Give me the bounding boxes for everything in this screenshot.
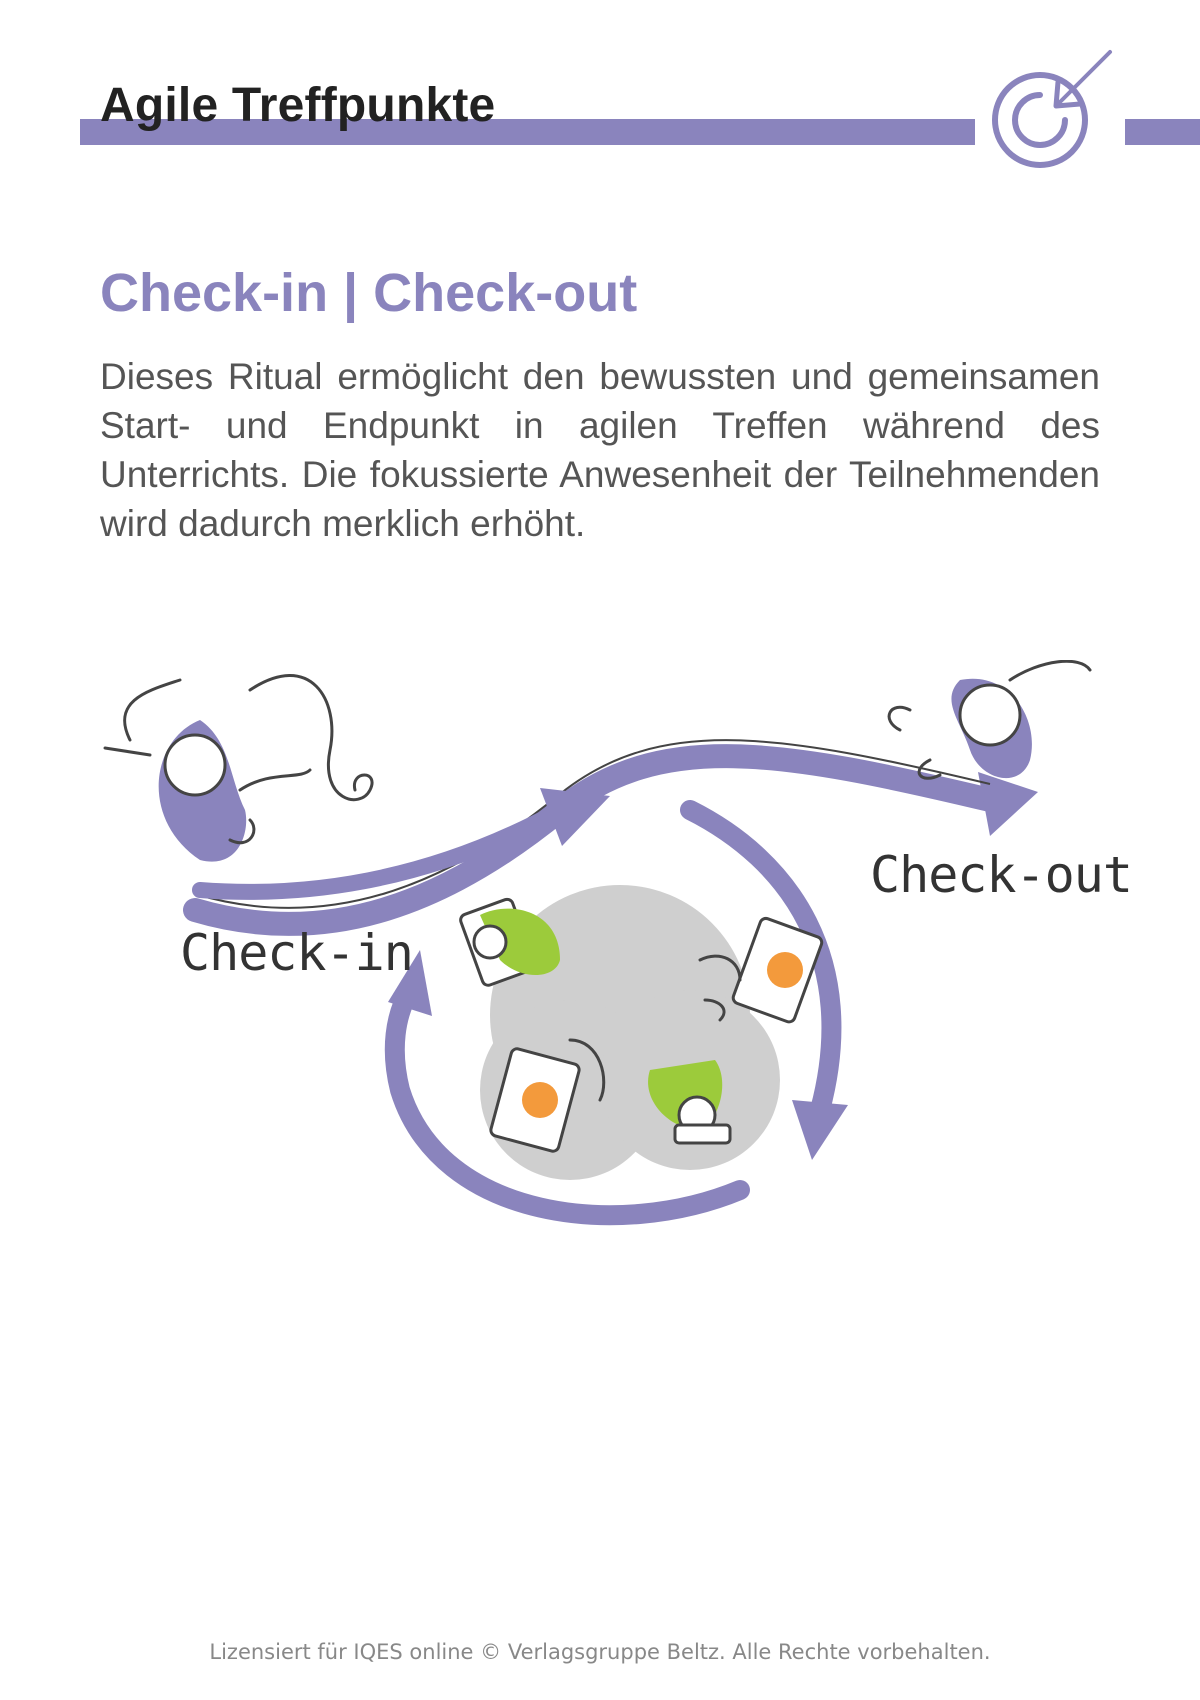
person-seated-green-1 bbox=[459, 897, 560, 987]
footer-license: Lizensiert für IQES online © Verlagsgrup… bbox=[209, 1640, 991, 1664]
section-title: Check-in | Check-out bbox=[100, 263, 638, 323]
person-seated-orange-1 bbox=[698, 916, 824, 1024]
entry-arrow bbox=[192, 788, 610, 900]
intro-paragraph: Dieses Ritual ermöglicht den bewussten u… bbox=[100, 356, 1100, 544]
person-left bbox=[103, 674, 374, 862]
target-arrow-icon bbox=[992, 50, 1112, 168]
person-seated-orange-2 bbox=[489, 1038, 606, 1153]
checkin-arrow bbox=[384, 950, 750, 1226]
label-check-out: Check-out bbox=[870, 846, 1132, 904]
checkout-arrow bbox=[680, 800, 848, 1160]
page-header-title: Agile Treffpunkte bbox=[100, 79, 496, 132]
person-seated-green-2 bbox=[648, 1060, 732, 1145]
header-bar bbox=[80, 119, 975, 145]
person-right bbox=[887, 660, 1092, 780]
label-check-in: Check-in bbox=[180, 924, 413, 982]
header-bar-end bbox=[1125, 119, 1200, 145]
checkin-checkout-illustration: Check-in Check-out bbox=[103, 660, 1133, 1226]
